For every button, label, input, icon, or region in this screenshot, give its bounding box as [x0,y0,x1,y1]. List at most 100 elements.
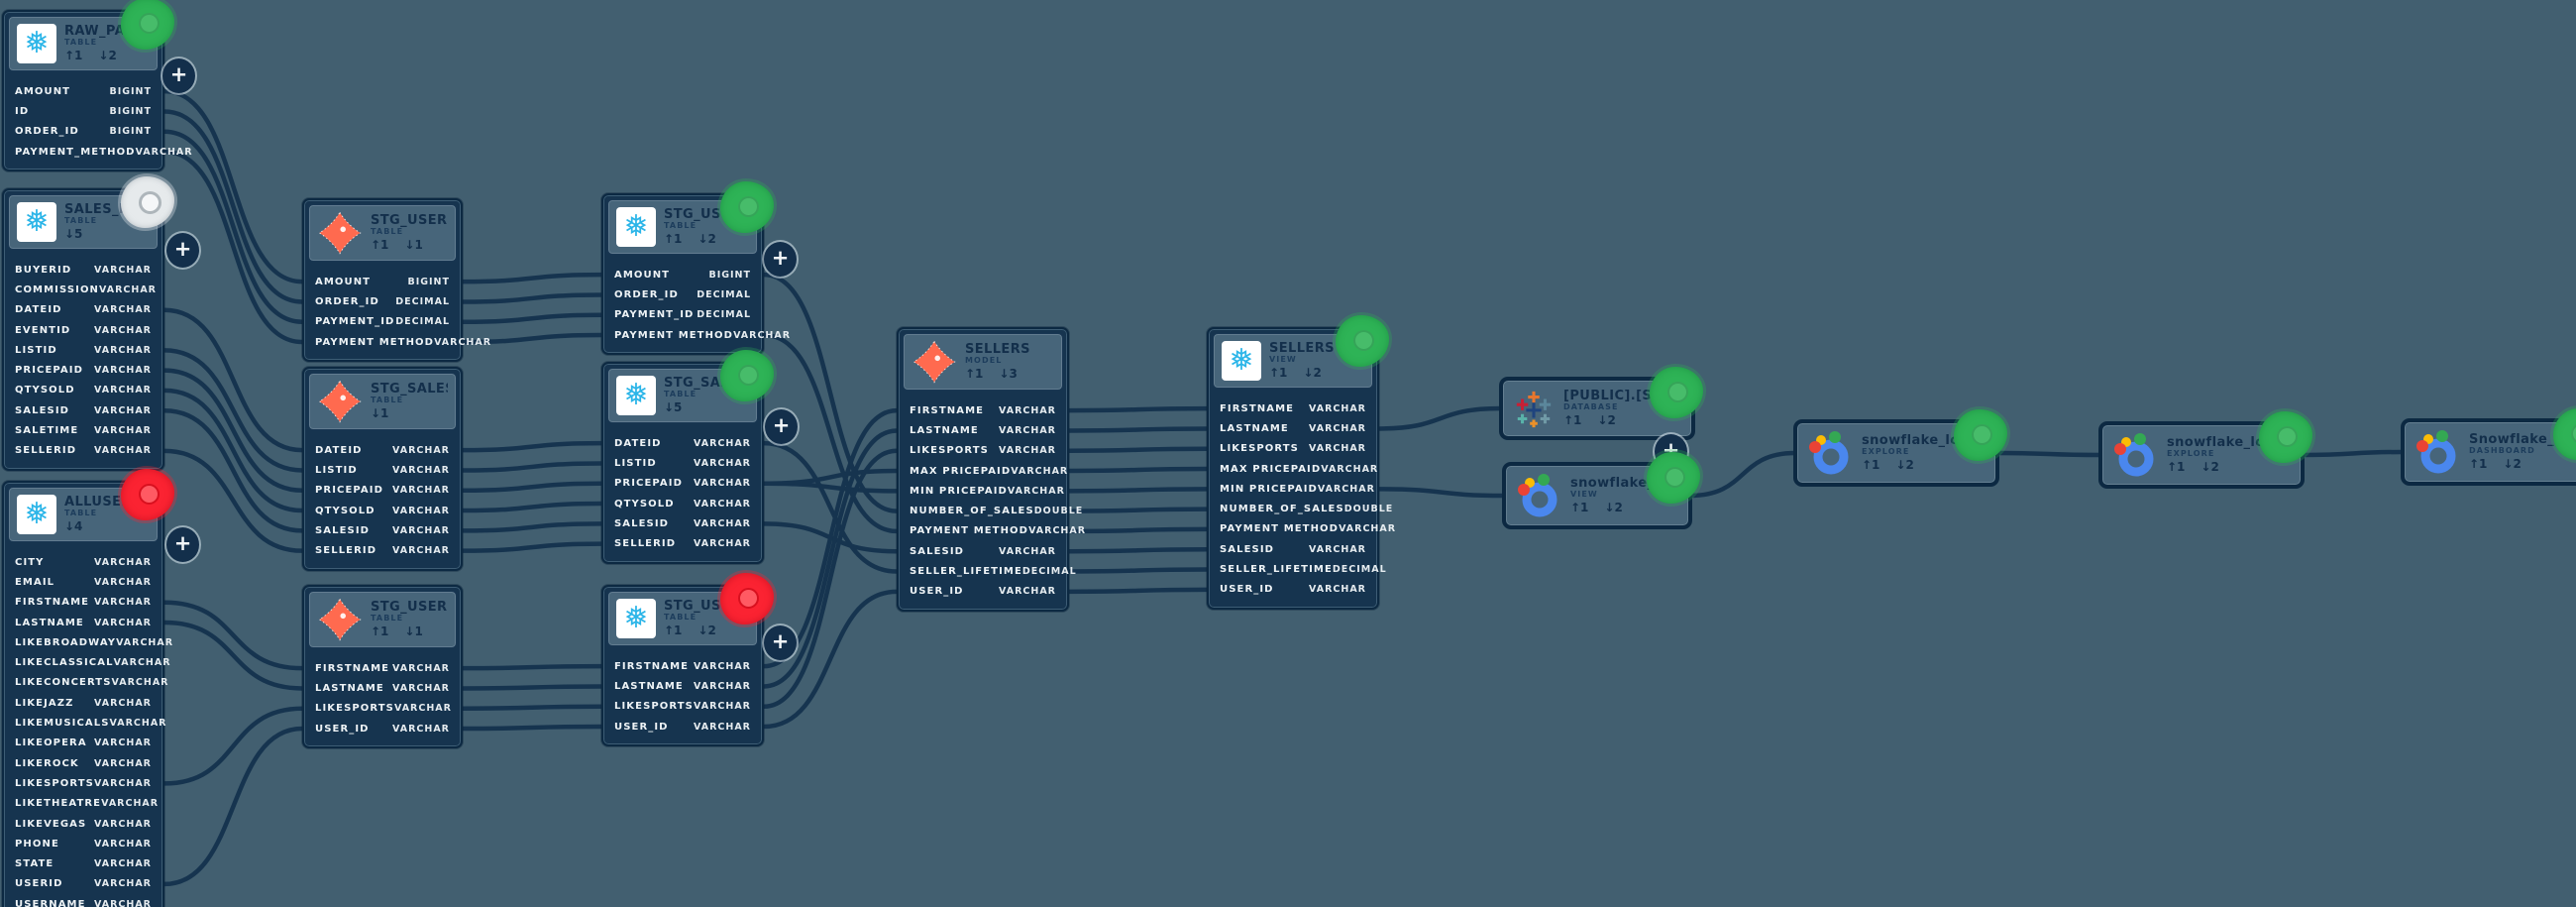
expand-lineage-plus-button[interactable]: + [166,233,199,268]
lineage-node-explore1[interactable]: snowflake_loo...EXPLORE↑1↓2 [1795,409,2007,485]
expand-lineage-plus-button[interactable]: + [162,58,195,93]
lineage-node-explore2[interactable]: snowflake_loo...EXPLORE↑1↓2 [2100,411,2312,487]
expand-lineage-plus-button[interactable]: + [764,242,797,277]
lineage-node-tableau_db[interactable]: [PUBLIC].[SEL...DATABASE↑1↓2 [1501,367,1703,438]
lineage-node-allusers_pipe[interactable]: ❅ALLUSERS_PIPETABLE↓4CITYVARCHAREMAILVAR… [2,469,174,907]
lineage-node-stg_users_dbt[interactable]: STG_USERSTABLE↑1↓1AMOUNTBIGINTORDER_IDDE… [302,198,490,363]
lineage-node-raw_payments[interactable]: ❅RAW_PAYMENTSTABLE↑1↓2AMOUNTBIGINTIDBIGI… [2,0,192,172]
expand-lineage-plus-button[interactable]: + [765,409,798,444]
lineage-node-dashboard[interactable]: Snowflake_dem...DASHBOARD↑1↓2 [2403,408,2576,484]
expand-lineage-plus-button[interactable]: + [166,527,199,562]
lineage-node-stg_users2_dbt[interactable]: STG_USERSTABLE↑1↓1FIRSTNAMEVARCHARLASTNA… [302,585,463,749]
lineage-node-looker_view[interactable]: snowflake_loo...VIEW↑1↓2 [1504,452,1700,527]
expand-lineage-plus-button[interactable]: + [1655,434,1687,469]
expand-lineage-plus-button[interactable]: + [764,625,797,660]
